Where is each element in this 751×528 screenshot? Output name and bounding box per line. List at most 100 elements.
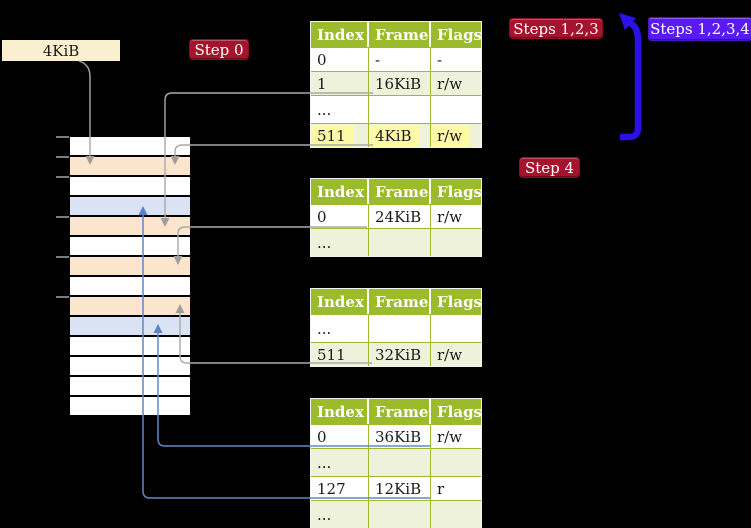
cell-text: ... bbox=[317, 453, 332, 472]
table-cell bbox=[431, 500, 481, 528]
table-cell: 0 bbox=[311, 204, 369, 228]
table-cell: - bbox=[369, 47, 431, 71]
memory-frame-row bbox=[70, 197, 190, 215]
column-header: Index bbox=[311, 22, 369, 47]
memory-address-tick bbox=[56, 176, 69, 178]
memory-frame-row bbox=[70, 397, 190, 415]
table-cell: 24KiB bbox=[369, 204, 431, 228]
table-cell: r/w bbox=[431, 204, 481, 228]
cell-text: 127 bbox=[317, 479, 346, 498]
table-cell: r/w bbox=[431, 71, 481, 95]
memory-address-tick bbox=[56, 256, 69, 258]
memory-frame-row bbox=[70, 297, 190, 315]
table-cell bbox=[431, 95, 481, 123]
cell-text: r/w bbox=[437, 345, 463, 364]
table-cell bbox=[369, 448, 431, 476]
memory-address-tick bbox=[56, 156, 69, 158]
table-cell: 0 bbox=[311, 47, 369, 71]
table-row: 0 - - bbox=[311, 47, 481, 71]
memory-frame-row bbox=[70, 317, 190, 335]
cell-text: 0 bbox=[317, 207, 327, 226]
column-header: Frame bbox=[369, 22, 431, 47]
table-cell: 4KiB bbox=[369, 123, 431, 147]
step-0-label: Step 0 bbox=[194, 40, 244, 59]
memory-frame-row bbox=[70, 257, 190, 275]
table-cell: 32KiB bbox=[369, 342, 431, 366]
step-4-label: Step 4 bbox=[524, 158, 575, 177]
big-blue-step-arrowhead-icon bbox=[619, 13, 636, 30]
memory-frame-row bbox=[70, 237, 190, 255]
cell-text: - bbox=[437, 50, 443, 69]
table-cell: 511 bbox=[311, 123, 369, 147]
cell-text: ... bbox=[317, 100, 332, 119]
table-cell: 12KiB bbox=[369, 476, 431, 500]
cell-text: - bbox=[375, 50, 381, 69]
memory-address-tick bbox=[56, 136, 69, 138]
table-cell: r/w bbox=[431, 123, 481, 147]
table-cell: ... bbox=[311, 448, 369, 476]
table-cell: ... bbox=[311, 500, 369, 528]
table-cell bbox=[369, 500, 431, 528]
cell-text: 36KiB bbox=[375, 427, 422, 446]
column-header: Index bbox=[311, 399, 369, 424]
table-row: 127 12KiB r bbox=[311, 476, 481, 500]
cell-text: 12KiB bbox=[375, 479, 422, 498]
cell-text: 0 bbox=[317, 427, 327, 446]
column-header: Frame bbox=[369, 289, 431, 314]
table-cell: - bbox=[431, 47, 481, 71]
cell-text: 16KiB bbox=[375, 74, 422, 93]
table-cell bbox=[369, 228, 431, 256]
table-row: ... bbox=[311, 500, 481, 528]
column-header: Flags bbox=[437, 292, 481, 311]
big-blue-step-arrow bbox=[620, 20, 642, 141]
table-cell: 0 bbox=[311, 424, 369, 448]
column-header: Flags bbox=[437, 402, 481, 421]
column-header: Frame bbox=[369, 399, 431, 424]
steps-1-2-3-label: Steps 1,2,3 bbox=[513, 19, 599, 38]
table-row: 0 36KiB r/w bbox=[311, 424, 481, 448]
table-cell: ... bbox=[311, 95, 369, 123]
cell-text: 4KiB bbox=[369, 124, 420, 147]
table-row: 1 16KiB r/w bbox=[311, 71, 481, 95]
table-cell bbox=[369, 314, 431, 342]
physical-memory-column bbox=[70, 137, 190, 417]
memory-frame-row bbox=[70, 137, 190, 155]
cell-text: 32KiB bbox=[375, 345, 422, 364]
column-header: Frame bbox=[369, 179, 431, 204]
cell-text: 1 bbox=[317, 74, 327, 93]
table-row: ... bbox=[311, 448, 481, 476]
table-row: 511 32KiB r/w bbox=[311, 342, 481, 366]
memory-frame-row bbox=[70, 277, 190, 295]
steps-1-2-3-4-label: Steps 1,2,3,4 bbox=[650, 20, 750, 38]
table-cell: 36KiB bbox=[369, 424, 431, 448]
cell-text: 511 bbox=[317, 345, 346, 364]
cell-text: r/w bbox=[437, 427, 463, 446]
cell-text: 511 bbox=[311, 124, 354, 147]
table-cell bbox=[431, 228, 481, 256]
cell-text: r bbox=[437, 479, 445, 498]
memory-frame-row bbox=[70, 337, 190, 355]
table-row: ... bbox=[311, 228, 481, 256]
step-0-badge: Step 0 bbox=[189, 39, 249, 60]
table-cell: ... bbox=[311, 314, 369, 342]
cr3-frame-box: 4KiB bbox=[2, 40, 120, 61]
table-cell: 511 bbox=[311, 342, 369, 366]
cell-text: 0 bbox=[317, 50, 327, 69]
table-cell: 127 bbox=[311, 476, 369, 500]
cell-text: r/w bbox=[437, 74, 463, 93]
column-header: Index bbox=[311, 179, 369, 204]
table-cell: 16KiB bbox=[369, 71, 431, 95]
table-cell bbox=[369, 95, 431, 123]
table-cell bbox=[431, 448, 481, 476]
column-header: Flags bbox=[437, 182, 481, 201]
memory-frame-row bbox=[70, 177, 190, 195]
table-cell: ... bbox=[311, 228, 369, 256]
